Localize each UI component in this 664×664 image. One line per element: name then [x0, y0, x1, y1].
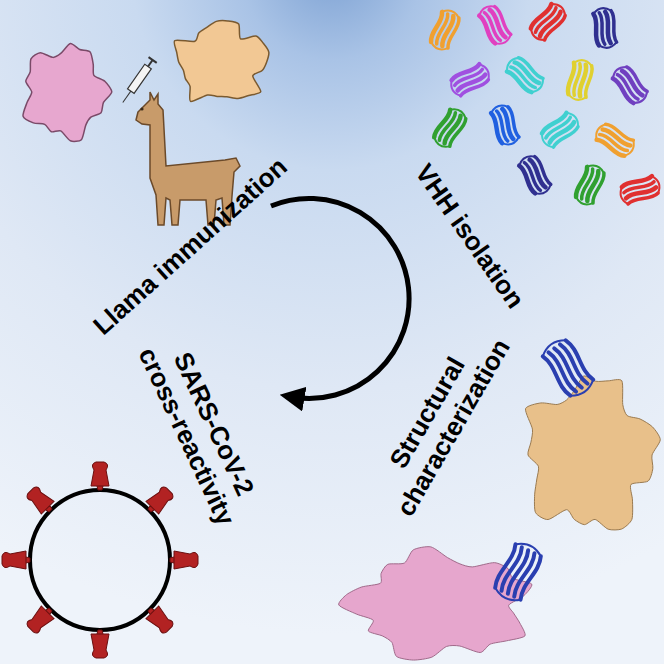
loop — [493, 540, 543, 604]
spike-shape — [170, 551, 198, 569]
vhh-ribbon — [618, 173, 663, 206]
loop — [430, 8, 461, 52]
loop — [568, 59, 593, 102]
vhh-ribbon — [431, 105, 469, 150]
vhh-ribbon — [538, 109, 582, 151]
syringe-plunger — [148, 60, 153, 67]
loop — [490, 103, 521, 147]
loop — [540, 336, 596, 400]
syringe-barrel — [128, 64, 152, 93]
loop — [528, 1, 568, 43]
vhh-ribbon — [592, 121, 637, 159]
syringe-needle — [123, 91, 131, 102]
complex-structures — [339, 335, 661, 660]
vhh-ribbon — [503, 54, 547, 96]
vhh-ribbon — [527, 0, 569, 44]
beta-strand — [449, 118, 468, 147]
loop — [593, 7, 618, 50]
beta-strand — [628, 192, 659, 206]
beta-strand — [610, 10, 618, 42]
loop — [432, 106, 468, 150]
loop — [610, 64, 650, 106]
vhh-ribbon — [447, 61, 492, 99]
spike-protein — [143, 484, 176, 517]
vhh-ribbon — [488, 103, 521, 148]
beta-strand — [544, 15, 567, 41]
spike-protein — [24, 603, 57, 636]
vhh-ribbon — [428, 8, 461, 53]
antigen-surface — [525, 376, 660, 530]
loop — [539, 110, 581, 150]
beta-strand — [592, 173, 606, 204]
vhh-ribbon — [573, 163, 606, 208]
spike-shape — [143, 484, 176, 517]
bound-vhh — [491, 539, 544, 605]
beta-strand — [519, 555, 542, 600]
spike-protein — [143, 603, 176, 636]
spike-shape — [24, 603, 57, 636]
spike-protein — [91, 462, 109, 490]
loop — [575, 163, 606, 207]
step-label: Structural characterization — [357, 305, 524, 534]
vhh-ribbon — [476, 2, 514, 47]
beta-strand — [447, 18, 461, 49]
loop — [517, 153, 553, 197]
cycle-arrow — [271, 198, 409, 398]
spike-shape — [91, 630, 109, 658]
beta-strand — [592, 14, 600, 46]
virus-envelope — [30, 490, 170, 630]
vhh-ribbon — [591, 6, 619, 49]
beta-strand — [494, 6, 513, 35]
beta-strand — [604, 11, 612, 43]
spike-shape — [143, 603, 176, 636]
loop — [593, 122, 637, 158]
vhh-ribbon — [609, 63, 651, 107]
beta-strand — [518, 57, 544, 80]
beta-strand — [460, 79, 489, 98]
beta-strand — [507, 106, 521, 137]
beta-strand — [564, 339, 594, 380]
beta-strand — [598, 13, 606, 45]
llama-eye — [140, 107, 143, 110]
beta-strand — [534, 156, 553, 185]
vhh-ribbons — [428, 0, 662, 207]
antigen-surface — [339, 547, 532, 660]
vhh-ribbon — [516, 152, 554, 197]
spike-shape — [24, 484, 57, 517]
loop — [618, 175, 662, 206]
beta-strand — [553, 126, 579, 149]
beta-strand — [605, 123, 634, 141]
bound-vhh — [538, 335, 597, 401]
loop — [504, 55, 546, 95]
spike-protein — [24, 484, 57, 517]
spike-protein — [91, 630, 109, 658]
syringe-plunger — [149, 57, 157, 63]
spike-shape — [2, 551, 30, 569]
spike-protein — [170, 551, 198, 569]
beta-strand — [626, 66, 649, 92]
spike-shape — [91, 462, 109, 490]
beta-strand — [585, 66, 593, 98]
loop — [477, 3, 513, 47]
protein-surface — [23, 44, 112, 142]
virus-particle — [2, 462, 198, 658]
vhh-ribbon — [566, 58, 594, 101]
loop — [448, 62, 492, 98]
spike-protein — [2, 551, 30, 569]
protein-surface — [174, 21, 269, 102]
